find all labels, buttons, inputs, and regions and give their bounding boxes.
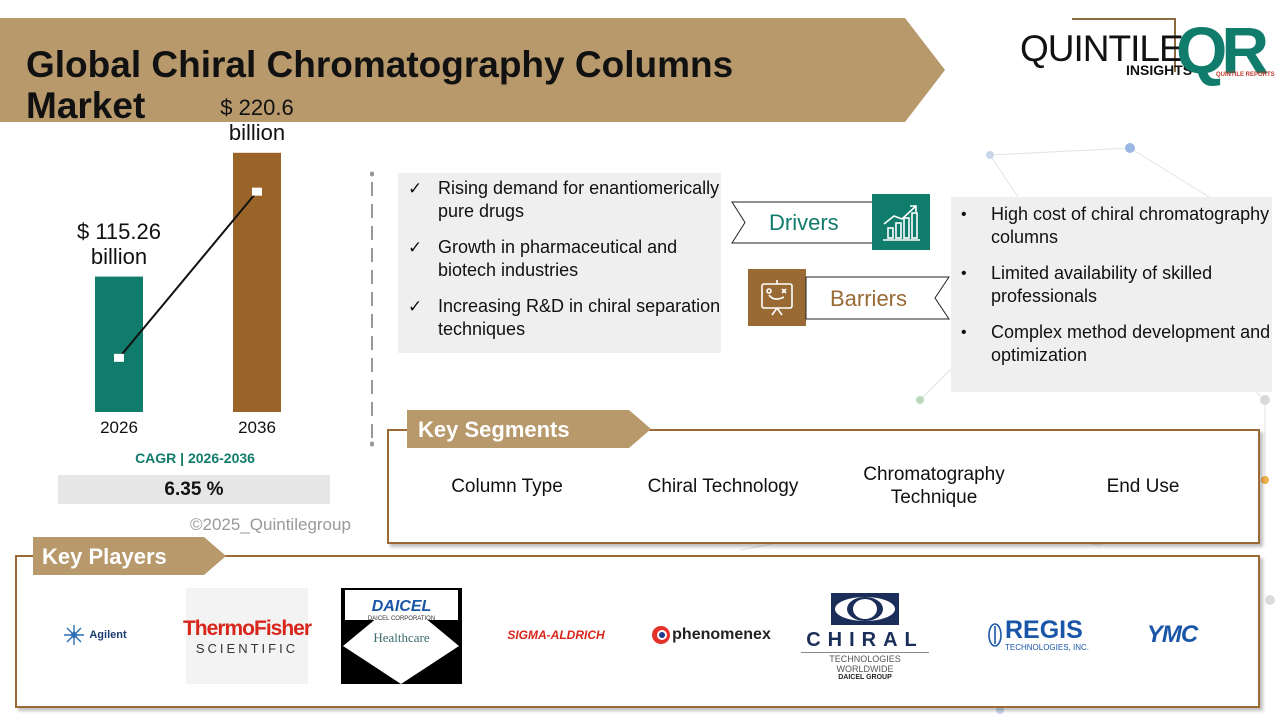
player-logo-ymc: YMC — [1134, 618, 1210, 652]
barrier-item: • Limited availability of skilled profes… — [959, 262, 1272, 308]
bar-2036 — [233, 152, 281, 413]
regis-flask-icon — [988, 623, 1002, 647]
barriers-list: • High cost of chiral chromatography col… — [951, 197, 1272, 392]
bar-category-label-2026: 2026 — [100, 418, 138, 437]
daicel-diamond-shape — [343, 590, 459, 684]
driver-item: ✓ Rising demand for enantiomerically pur… — [408, 177, 721, 223]
bar-2026 — [95, 276, 143, 412]
copyright-text: ©2025_Quintilegroup — [190, 515, 351, 534]
daicel-corporation-text: DAICEL CORPORATION — [367, 616, 436, 622]
logo-brand-text: QUINTILE — [1020, 28, 1184, 69]
driver-item: ✓ Growth in pharmaceutical and biotech i… — [408, 236, 721, 282]
checkmark-icon: ✓ — [408, 238, 423, 257]
agilent-wordmark: Agilent — [89, 629, 127, 641]
market-size-chart: $ 115.26 billion 2026 $ 220.6 billion 2036 — [60, 95, 330, 460]
bullet-icon: • — [961, 265, 967, 282]
trend-marker-2036 — [252, 187, 262, 196]
player-logo-daicel: DAICEL DAICEL CORPORATION Healthcare — [341, 588, 462, 684]
strategy-board-icon — [748, 269, 806, 326]
barriers-label: Barriers — [830, 286, 908, 311]
driver-item: ✓ Increasing R&D in chiral separation te… — [408, 295, 721, 341]
trend-marker-2026 — [114, 353, 124, 362]
cagr-label: CAGR | 2026-2036 — [135, 450, 255, 466]
barriers-tag-shape — [805, 276, 950, 320]
driver-item-text: Increasing R&D in chiral separation tech… — [438, 296, 721, 339]
checkmark-icon: ✓ — [408, 179, 423, 198]
barrier-item: • Complex method development and optimiz… — [959, 321, 1272, 367]
segment-end-use: End Use — [1106, 475, 1180, 497]
regis-sub-wordmark: TECHNOLOGIES, INC. — [1004, 643, 1089, 652]
thermofisher-wordmark: ThermoFisher — [182, 616, 312, 640]
segment-chiral-technology: Chiral Technology — [647, 475, 799, 497]
segment-column-type: Column Type — [451, 475, 563, 497]
page-title: Global Chiral Chromatography Columns Mar… — [26, 44, 734, 126]
key-segments-header: Key Segments — [407, 410, 651, 448]
bar-category-label-2036: 2036 — [238, 418, 276, 437]
logo-qr-mark: QR — [1176, 13, 1269, 87]
growth-chart-icon — [872, 194, 930, 250]
barrier-item: • High cost of chiral chromatography col… — [959, 203, 1272, 249]
logo-mark-caption: QUINTILE REPORTS — [1216, 72, 1275, 78]
driver-item-text: Growth in pharmaceutical and biotech ind… — [438, 237, 678, 280]
logo-sub-text: INSIGHTS — [1126, 62, 1193, 78]
daicel-healthcare-text: Healthcare — [373, 630, 430, 645]
section-divider — [370, 171, 374, 447]
trend-line — [118, 191, 258, 359]
player-logo-phenomenex: phenomenex — [648, 620, 774, 650]
barrier-item-text: Limited availability of skilled professi… — [991, 263, 1213, 306]
market-size-chart-svg — [95, 152, 281, 413]
phenomenex-wordmark: phenomenex — [672, 626, 771, 643]
ymc-wordmark: YMC — [1146, 621, 1198, 648]
cagr-value: 6.35 % — [58, 475, 330, 504]
bullet-icon: • — [961, 324, 967, 341]
player-logo-chiral-technologies: CHIRAL TECHNOLOGIES WORLDWIDE DAICEL GRO… — [801, 590, 929, 682]
bar-value-label-2036: $ 220.6 billion — [220, 94, 294, 145]
drivers-label: Drivers — [769, 210, 839, 235]
thermofisher-sub-wordmark: SCIENTIFIC — [195, 640, 299, 656]
regis-wordmark: REGIS — [1004, 616, 1083, 644]
phenomenex-circle-icon — [652, 626, 671, 644]
checkmark-icon: ✓ — [408, 297, 423, 316]
player-logo-regis: REGIS TECHNOLOGIES, INC. — [978, 615, 1098, 655]
barrier-item-text: Complex method development and optimizat… — [991, 322, 1271, 365]
title-banner-shape — [0, 18, 945, 122]
key-segments-panel — [387, 429, 1260, 544]
player-logo-agilent: Agilent — [55, 615, 135, 655]
barrier-item-text: High cost of chiral chromatography colum… — [991, 204, 1270, 247]
driver-item-text: Rising demand for enantiomerically pure … — [438, 178, 720, 221]
bar-value-label-2026: $ 115.26 billion — [76, 218, 161, 269]
player-logo-thermofisher: ThermoFisher SCIENTIFIC — [182, 588, 312, 684]
drivers-list: ✓ Rising demand for enantiomerically pur… — [398, 173, 721, 353]
key-segments-title: Key Segments — [418, 417, 570, 442]
bullet-icon: • — [961, 206, 967, 223]
chiral-emblem-icon — [831, 593, 899, 625]
chiral-wordmark: CHIRAL — [806, 629, 924, 651]
daicel-wordmark: DAICEL — [371, 598, 432, 615]
key-players-header: Key Players — [33, 537, 226, 575]
drivers-tag-shape — [731, 201, 879, 244]
logo-frame — [1072, 18, 1176, 72]
chiral-sub-wordmark: TECHNOLOGIES WORLDWIDE — [801, 652, 929, 674]
chiral-group-text: DAICEL GROUP — [838, 674, 892, 681]
key-players-title: Key Players — [42, 544, 167, 569]
player-logo-sigma-aldrich: SIGMA-ALDRICH — [492, 620, 620, 650]
sigma-aldrich-wordmark: SIGMA-ALDRICH — [507, 628, 605, 642]
quintile-logo: QUINTILE INSIGHTS QR QUINTILE REPORTS — [1018, 13, 1280, 87]
title-banner: Global Chiral Chromatography Columns Mar… — [0, 18, 945, 126]
agilent-spark-icon — [64, 625, 85, 645]
segment-chromatography-technique: Chromatography Technique — [863, 464, 1005, 508]
